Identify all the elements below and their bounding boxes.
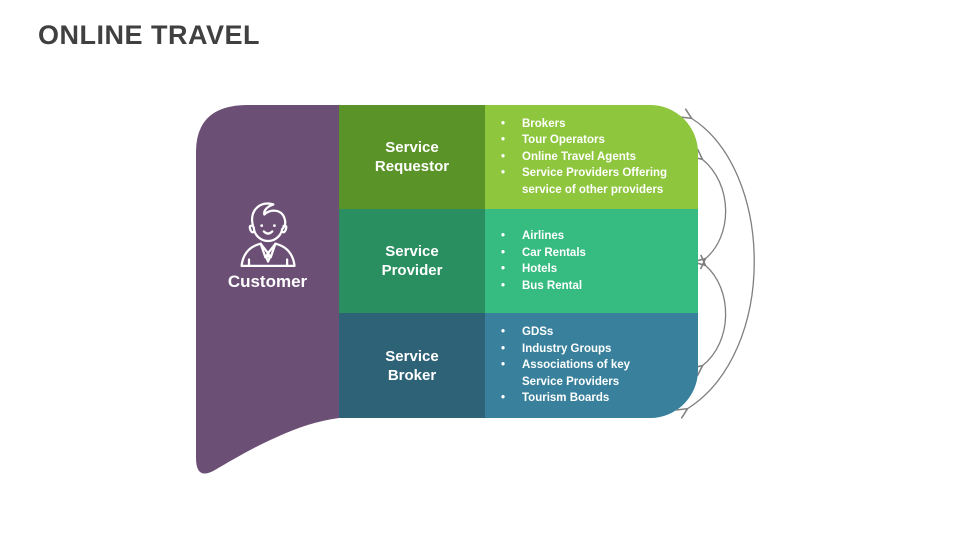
- service-requestor-label-cell: Service Requestor: [339, 105, 485, 209]
- list-item: Airlines: [485, 228, 698, 245]
- customer-label: Customer: [227, 272, 308, 291]
- list-item: Tourism Boards: [485, 390, 698, 407]
- list-item: Hotels: [485, 261, 698, 278]
- service-provider-label: Service Provider: [381, 243, 443, 279]
- arrow-requestor-provider: [702, 159, 727, 259]
- list-item: Brokers: [485, 116, 698, 133]
- page-title: ONLINE TRAVEL: [38, 20, 260, 50]
- service-broker-label: Service Broker: [385, 347, 439, 384]
- list-item: Online Travel Agents: [485, 149, 698, 166]
- service-requestor-label: Service Requestor: [374, 139, 450, 175]
- list-item: Service Providers Offering service of ot…: [485, 165, 698, 198]
- list-item: Associations of key Service Providers: [485, 357, 698, 390]
- list-item: Tour Operators: [485, 132, 698, 149]
- service-provider-label-cell: Service Provider: [339, 209, 485, 313]
- flow-arrows: [687, 118, 755, 409]
- customer-bubble-shape: [196, 105, 339, 474]
- service-broker-label-cell: Service Broker: [339, 313, 485, 418]
- list-item: Car Rentals: [485, 245, 698, 262]
- service-broker-list: GDSsIndustry GroupsAssociations of key S…: [485, 324, 698, 407]
- service-requestor-list: BrokersTour OperatorsOnline Travel Agent…: [485, 116, 698, 199]
- list-item: GDSs: [485, 324, 698, 341]
- person-icon: [240, 202, 296, 267]
- service-broker-content-cell: GDSsIndustry GroupsAssociations of key S…: [485, 313, 698, 418]
- service-provider-list: AirlinesCar RentalsHotelsBus Rental: [485, 228, 698, 294]
- service-provider-content-cell: AirlinesCar RentalsHotelsBus Rental: [485, 209, 698, 313]
- list-item: Bus Rental: [485, 278, 698, 295]
- customer-block: Customer: [196, 196, 339, 296]
- list-item: Industry Groups: [485, 341, 698, 358]
- arrow-provider-broker: [702, 265, 727, 366]
- arrow-requestor-broker: [687, 118, 755, 409]
- service-requestor-content-cell: BrokersTour OperatorsOnline Travel Agent…: [485, 105, 698, 209]
